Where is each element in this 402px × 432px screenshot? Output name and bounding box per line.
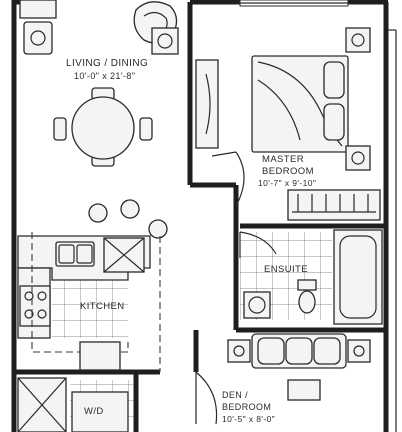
den-side-tables — [227, 339, 371, 363]
laundry-label: W/D — [84, 406, 104, 417]
bathtub — [333, 229, 383, 325]
bathroom-sink — [243, 291, 271, 319]
living-room-dims: 10'-0" x 21'-8" — [74, 71, 135, 81]
media-unit — [195, 59, 219, 149]
den-name-2: BEDROOM — [222, 402, 271, 412]
bedroom-door — [211, 151, 245, 207]
closet — [287, 189, 381, 221]
den-sofa — [251, 333, 347, 369]
living-room-name: LIVING / DINING — [66, 58, 148, 69]
den-name-1: DEN / — [222, 390, 248, 400]
side-table — [151, 27, 179, 55]
den-dims: 10'-5" x 8'-0" — [222, 414, 275, 424]
kitchen-name: KITCHEN — [80, 301, 125, 312]
fridge — [103, 237, 145, 273]
bar-stools — [88, 199, 168, 239]
coffee-table — [287, 379, 321, 401]
ensuite-door — [239, 231, 277, 258]
kitchen-sink — [55, 241, 95, 267]
ensuite-name: ENSUITE — [264, 264, 308, 275]
master-name-2: BEDROOM — [262, 166, 314, 177]
laundry-closet — [17, 377, 129, 432]
dining-table — [53, 87, 153, 167]
master-dims: 10'-7" x 9'-10" — [258, 178, 316, 188]
stove — [19, 285, 51, 327]
sofa — [19, 0, 57, 55]
toilet — [297, 279, 317, 314]
master-name-1: MASTER — [262, 154, 304, 165]
bed — [251, 55, 349, 153]
dishwasher — [79, 341, 121, 371]
den-door — [195, 371, 218, 425]
walls — [11, 0, 389, 432]
nightstands — [345, 27, 371, 171]
